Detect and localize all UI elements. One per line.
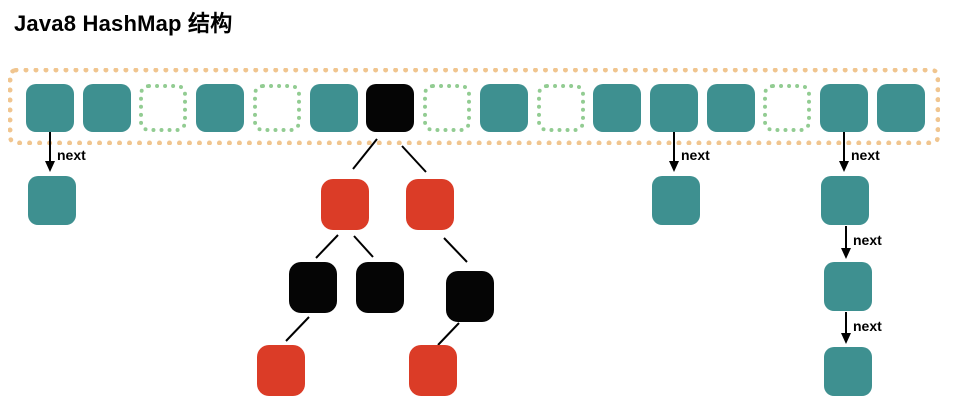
next-arrowhead-icon	[45, 161, 55, 172]
bucket-slot-12-filled	[707, 84, 755, 132]
tree-node-red-left	[321, 179, 369, 230]
bucket-slot-14-filled	[820, 84, 868, 132]
tree-edge	[353, 235, 374, 258]
list-node-bucket14-1	[821, 176, 869, 225]
bucket-slot-7-empty	[423, 84, 471, 132]
tree-node-red-leaf-right	[409, 345, 457, 396]
bucket-slot-4-empty	[253, 84, 301, 132]
next-arrowhead-icon	[839, 161, 849, 172]
bucket-slot-2-empty	[139, 84, 187, 132]
bucket-slot-3-filled	[196, 84, 244, 132]
list-node-bucket11-1	[652, 176, 700, 225]
bucket-slot-5-filled	[310, 84, 358, 132]
next-label: next	[57, 147, 86, 163]
next-label: next	[853, 318, 882, 334]
tree-edge	[443, 237, 468, 263]
bucket-slot-0-filled	[26, 84, 74, 132]
bucket-slot-6-tree-root	[366, 84, 414, 132]
bucket-slot-15-filled	[877, 84, 925, 132]
bucket-slot-10-filled	[593, 84, 641, 132]
diagram-title: Java8 HashMap 结构	[14, 11, 233, 36]
tree-node-black-right	[446, 271, 494, 322]
tree-edge	[285, 316, 310, 342]
bucket-slot-11-filled	[650, 84, 698, 132]
tree-edge	[401, 145, 427, 173]
next-label: next	[681, 147, 710, 163]
list-node-bucket14-3	[824, 347, 872, 396]
tree-node-black-left	[289, 262, 337, 313]
next-label: next	[851, 147, 880, 163]
next-arrowhead-icon	[669, 161, 679, 172]
next-arrowhead-icon	[841, 248, 851, 259]
bucket-slot-8-filled	[480, 84, 528, 132]
tree-edge	[437, 322, 460, 346]
next-arrowhead-icon	[841, 333, 851, 344]
next-label: next	[853, 232, 882, 248]
list-node-bucket0-1	[28, 176, 76, 225]
tree-node-red-right	[406, 179, 454, 230]
hashmap-bucket-array	[8, 68, 940, 145]
bucket-slot-13-empty	[763, 84, 811, 132]
bucket-slot-9-empty	[537, 84, 585, 132]
tree-node-black-mid	[356, 262, 404, 313]
tree-node-red-leaf-left	[257, 345, 305, 396]
list-node-bucket14-2	[824, 262, 872, 311]
tree-edge	[315, 234, 339, 259]
bucket-slot-1-filled	[83, 84, 131, 132]
